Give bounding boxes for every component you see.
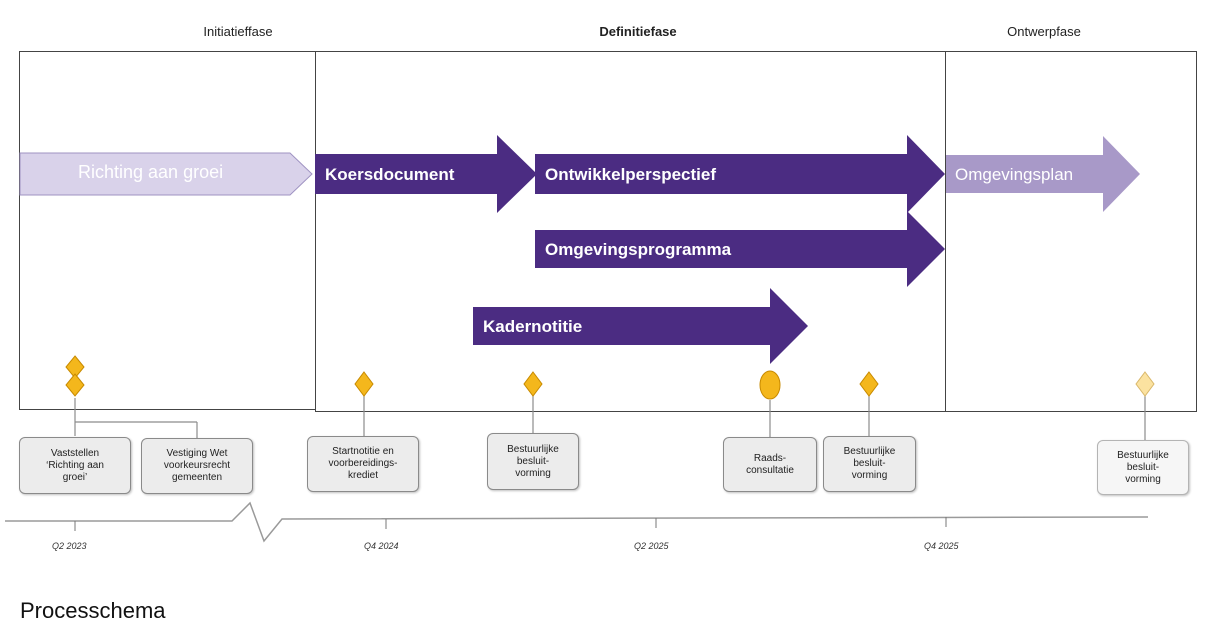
arrow-label-richting: Richting aan groei <box>78 162 224 182</box>
note-bestuurlijk-2: Bestuurlijke besluit- vorming <box>823 436 916 492</box>
arrow-label-ontwikkelperspectief: Ontwikkelperspectief <box>545 165 717 184</box>
arrow-kadernotitie <box>473 288 808 364</box>
note-bestuurlijk-1-line-2: besluit- <box>516 455 550 467</box>
timeline-label-q2-2023: Q2 2023 <box>52 541 87 551</box>
phase-title-ontwerp: Ontwerpfase <box>1007 24 1081 39</box>
arrow-label-omgevingsplan: Omgevingsplan <box>955 165 1074 184</box>
milestone-diamond-3 <box>523 371 543 397</box>
timeline-label-q4-2025: Q4 2025 <box>924 541 959 551</box>
timeline-label-q4-2024: Q4 2024 <box>364 541 399 551</box>
arrow-omgevingsplan <box>946 136 1140 212</box>
milestone-circle-raads <box>759 370 781 400</box>
diagram-caption: Processchema <box>20 598 166 623</box>
phase-box-ontwerp <box>945 51 1197 412</box>
note-bestuurlijk-3-line-2: besluit- <box>1126 461 1160 473</box>
milestone-diamond-1b <box>65 373 85 397</box>
milestone-diamond-4 <box>859 371 879 397</box>
note-raads-line-2: consultatie <box>746 464 794 476</box>
arrow-label-kadernotitie: Kadernotitie <box>483 317 583 336</box>
note-bestuurlijk-2-line-2: besluit- <box>853 458 886 469</box>
note-raads-line-1: Raads- <box>753 452 787 464</box>
note-vestiging-line-1: Vestiging Wet <box>166 448 228 459</box>
note-startnotitie-line-2: voorbereidings- <box>328 458 398 469</box>
note-vestiging-line-2: voorkeursrecht <box>163 460 231 471</box>
arrow-label-koersdocument: Koersdocument <box>325 165 455 184</box>
note-vestiging: Vestiging Wet voorkeursrecht gemeenten <box>141 438 253 494</box>
note-vestiging-line-3: gemeenten <box>171 472 223 483</box>
timeline-label-q2-2025: Q2 2025 <box>634 541 669 551</box>
note-bestuurlijk-3-line-3: vorming <box>1125 473 1161 485</box>
note-bestuurlijk-3: Bestuurlijke besluit- vorming <box>1097 440 1189 495</box>
arrow-label-omgevingsprogramma: Omgevingsprogramma <box>545 240 732 259</box>
timeline-ticks <box>74 517 947 531</box>
note-startnotitie-line-3: krediet <box>347 470 378 481</box>
connector-lines <box>74 396 1146 440</box>
note-vaststellen: Vaststellen ‘Richting aan groei’ <box>19 437 131 494</box>
milestone-diamond-2 <box>354 371 374 397</box>
phase-title-definitie: Definitiefase <box>599 24 677 39</box>
timeline-axis <box>5 501 1149 543</box>
note-startnotitie-line-1: Startnotitie en <box>332 446 394 457</box>
note-bestuurlijk-1: Bestuurlijke besluit- vorming <box>487 433 579 490</box>
arrow-richting-aan-groei <box>19 152 313 196</box>
milestone-diamond-5 <box>1135 371 1155 397</box>
note-raads: Raads- consultatie <box>723 437 817 492</box>
note-vaststellen-line-2: ‘Richting aan <box>46 459 104 471</box>
phase-title-initiatie: Initiatieffase <box>203 24 273 39</box>
arrow-ontwikkelperspectief <box>535 135 945 213</box>
note-vaststellen-line-3: groei’ <box>62 471 88 483</box>
note-bestuurlijk-3-line-1: Bestuurlijke <box>1117 449 1169 461</box>
note-bestuurlijk-1-line-1: Bestuurlijke <box>507 443 559 455</box>
note-bestuurlijk-1-line-3: vorming <box>515 467 551 479</box>
note-vaststellen-line-1: Vaststellen <box>50 447 100 459</box>
note-bestuurlijk-2-line-1: Bestuurlijke <box>843 446 896 457</box>
arrow-koersdocument <box>315 135 537 213</box>
arrow-omgevingsprogramma <box>535 211 945 287</box>
note-startnotitie: Startnotitie en voorbereidings- krediet <box>307 436 419 492</box>
note-bestuurlijk-2-line-3: vorming <box>851 470 888 481</box>
